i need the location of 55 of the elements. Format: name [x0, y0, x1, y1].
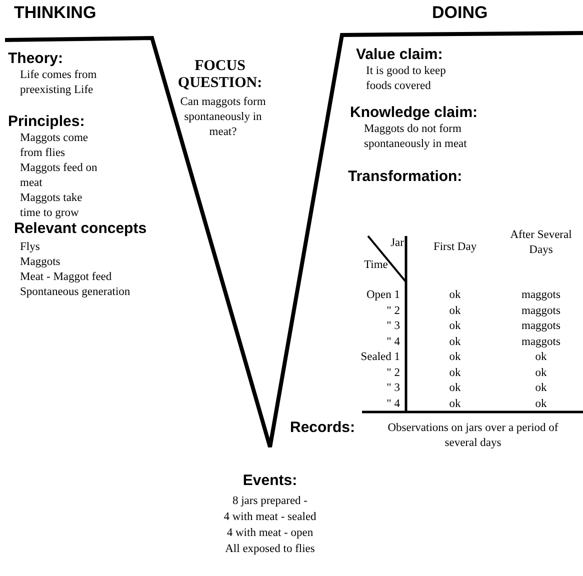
- focus-question-heading: FOCUS QUESTION:: [176, 58, 264, 92]
- section-heading: Principles:: [8, 113, 86, 130]
- table-cell-text: maggots: [520, 304, 562, 318]
- section-heading: Relevant concepts: [14, 220, 148, 237]
- table-cell-text: ok: [534, 366, 548, 380]
- body-text: It is good to keep foods covered: [366, 64, 447, 94]
- table-cell-text: ok: [448, 334, 462, 350]
- table-cell-text: ok: [534, 350, 548, 365]
- table-cell-text: " 4: [386, 396, 400, 412]
- body-text: Spontaneous generation: [20, 285, 132, 300]
- body-text: Life comes from preexisting Life: [20, 68, 98, 98]
- table-cell-text: ok: [534, 396, 548, 412]
- table-cell-text: ok: [448, 288, 462, 303]
- body-text: 4 with meat - open: [226, 526, 314, 541]
- section-heading: Knowledge claim:: [350, 104, 479, 121]
- table-cell-text: ok: [448, 381, 462, 396]
- table-cell-text: ok: [448, 319, 462, 334]
- body-text: 4 with meat - sealed: [222, 510, 318, 525]
- table-cell-text: ok: [448, 366, 462, 380]
- table-cell-text: maggots: [520, 319, 562, 334]
- table-cell-text: " 2: [386, 366, 400, 380]
- section-heading: THINKING: [14, 3, 98, 22]
- table-header: Jar: [390, 236, 404, 251]
- table-cell-text: " 2: [386, 304, 400, 318]
- table-cell-text: " 3: [386, 381, 400, 396]
- section-heading: Events:: [242, 472, 298, 489]
- section-heading: Records:: [290, 419, 356, 436]
- body-text: Meat - Maggot feed: [20, 270, 113, 285]
- table-cell-text: Open 1: [365, 288, 400, 303]
- body-text: Maggots do not form spontaneously in meat: [364, 122, 468, 152]
- section-heading: Value claim:: [356, 46, 444, 63]
- table-cell-text: " 3: [386, 319, 400, 334]
- section-heading: Transformation:: [348, 168, 464, 185]
- table-cell-text: ok: [448, 396, 462, 412]
- body-text: Can maggots form spontaneously in meat?: [179, 95, 267, 140]
- body-text: Flys: [20, 240, 41, 255]
- table-cell-text: maggots: [520, 334, 562, 350]
- body-text: Maggots: [20, 255, 62, 270]
- table-cell-text: " 4: [386, 334, 400, 350]
- table-header: First Day: [432, 240, 478, 255]
- body-text: Observations on jars over a period of several days: [386, 421, 560, 451]
- table-cell-text: ok: [448, 350, 462, 365]
- table-cell-text: ok: [448, 304, 462, 318]
- body-text: 8 jars prepared -: [231, 494, 309, 509]
- body-text: Maggots take time to grow: [20, 191, 84, 221]
- section-heading: Theory:: [8, 50, 64, 67]
- table-cell-text: maggots: [520, 288, 562, 303]
- table-header: After Several Days: [510, 228, 572, 258]
- section-heading: DOING: [432, 3, 489, 22]
- body-text: Maggots feed on meat: [20, 161, 98, 191]
- table-cell-text: Sealed 1: [360, 350, 400, 365]
- body-text: Maggots come from flies: [20, 131, 90, 161]
- table-cell-text: ok: [534, 381, 548, 396]
- body-text: All exposed to flies: [224, 542, 316, 557]
- table-header: Time: [364, 258, 389, 273]
